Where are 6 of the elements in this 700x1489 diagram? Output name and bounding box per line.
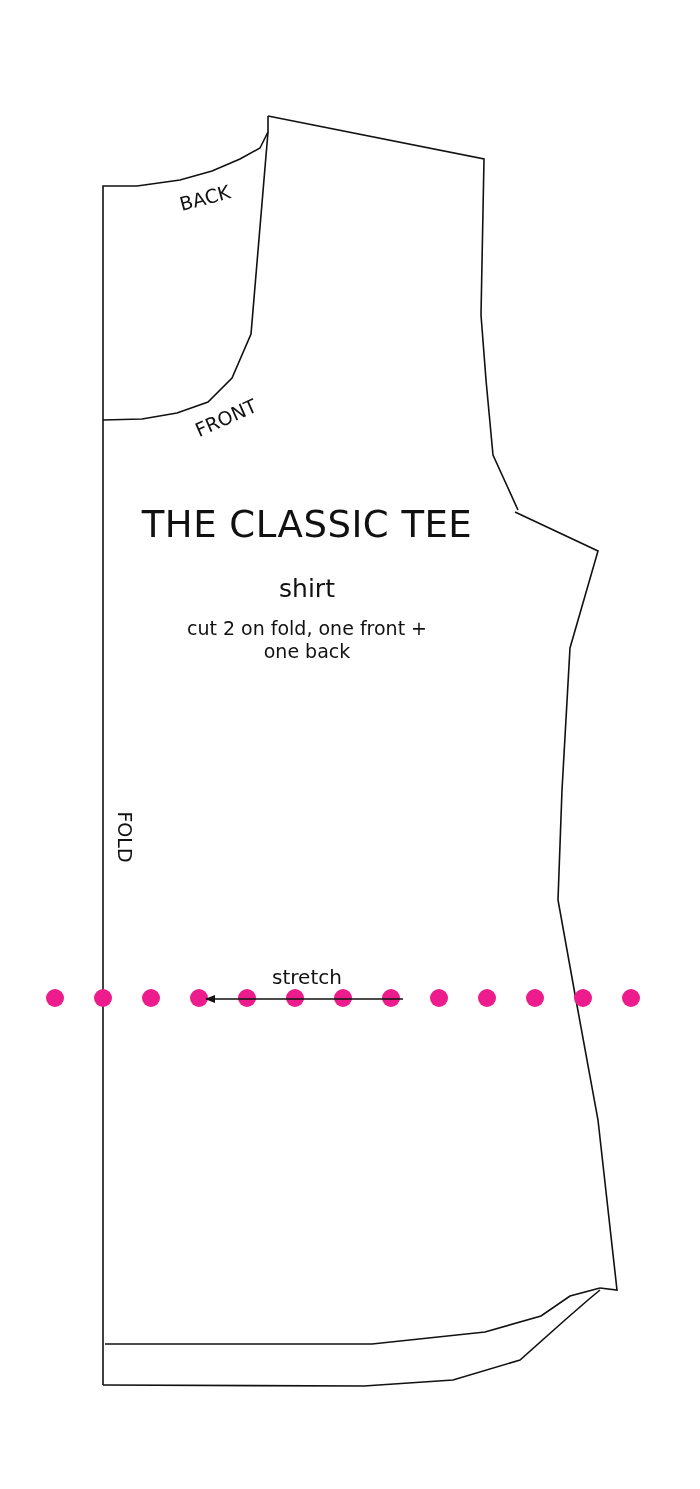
seam-label: BACK (177, 180, 233, 216)
piece-name: shirt (279, 574, 335, 604)
fold-label: FOLD (113, 811, 137, 863)
pattern-title: THE CLASSIC TEE (141, 502, 473, 548)
cutting-instruction: cut 2 on fold, one front + one back (185, 617, 429, 663)
grainline-label: stretch (272, 965, 342, 989)
